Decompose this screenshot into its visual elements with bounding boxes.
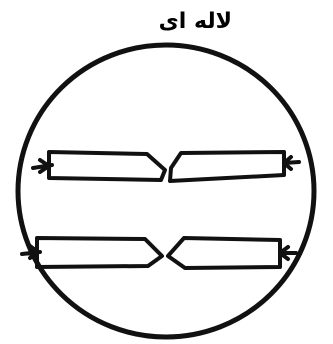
upper-right-kinetochore bbox=[284, 157, 299, 169]
lower-right-chromatid bbox=[168, 238, 280, 268]
upper-chromosome-pair bbox=[33, 152, 299, 181]
cell-outline bbox=[18, 45, 314, 337]
lower-left-chromatid bbox=[37, 238, 162, 267]
lower-right-kinetochore bbox=[280, 247, 296, 259]
lower-chromosome-pair bbox=[22, 238, 296, 268]
upper-left-chromatid bbox=[49, 152, 165, 180]
upper-right-chromatid bbox=[170, 152, 284, 181]
